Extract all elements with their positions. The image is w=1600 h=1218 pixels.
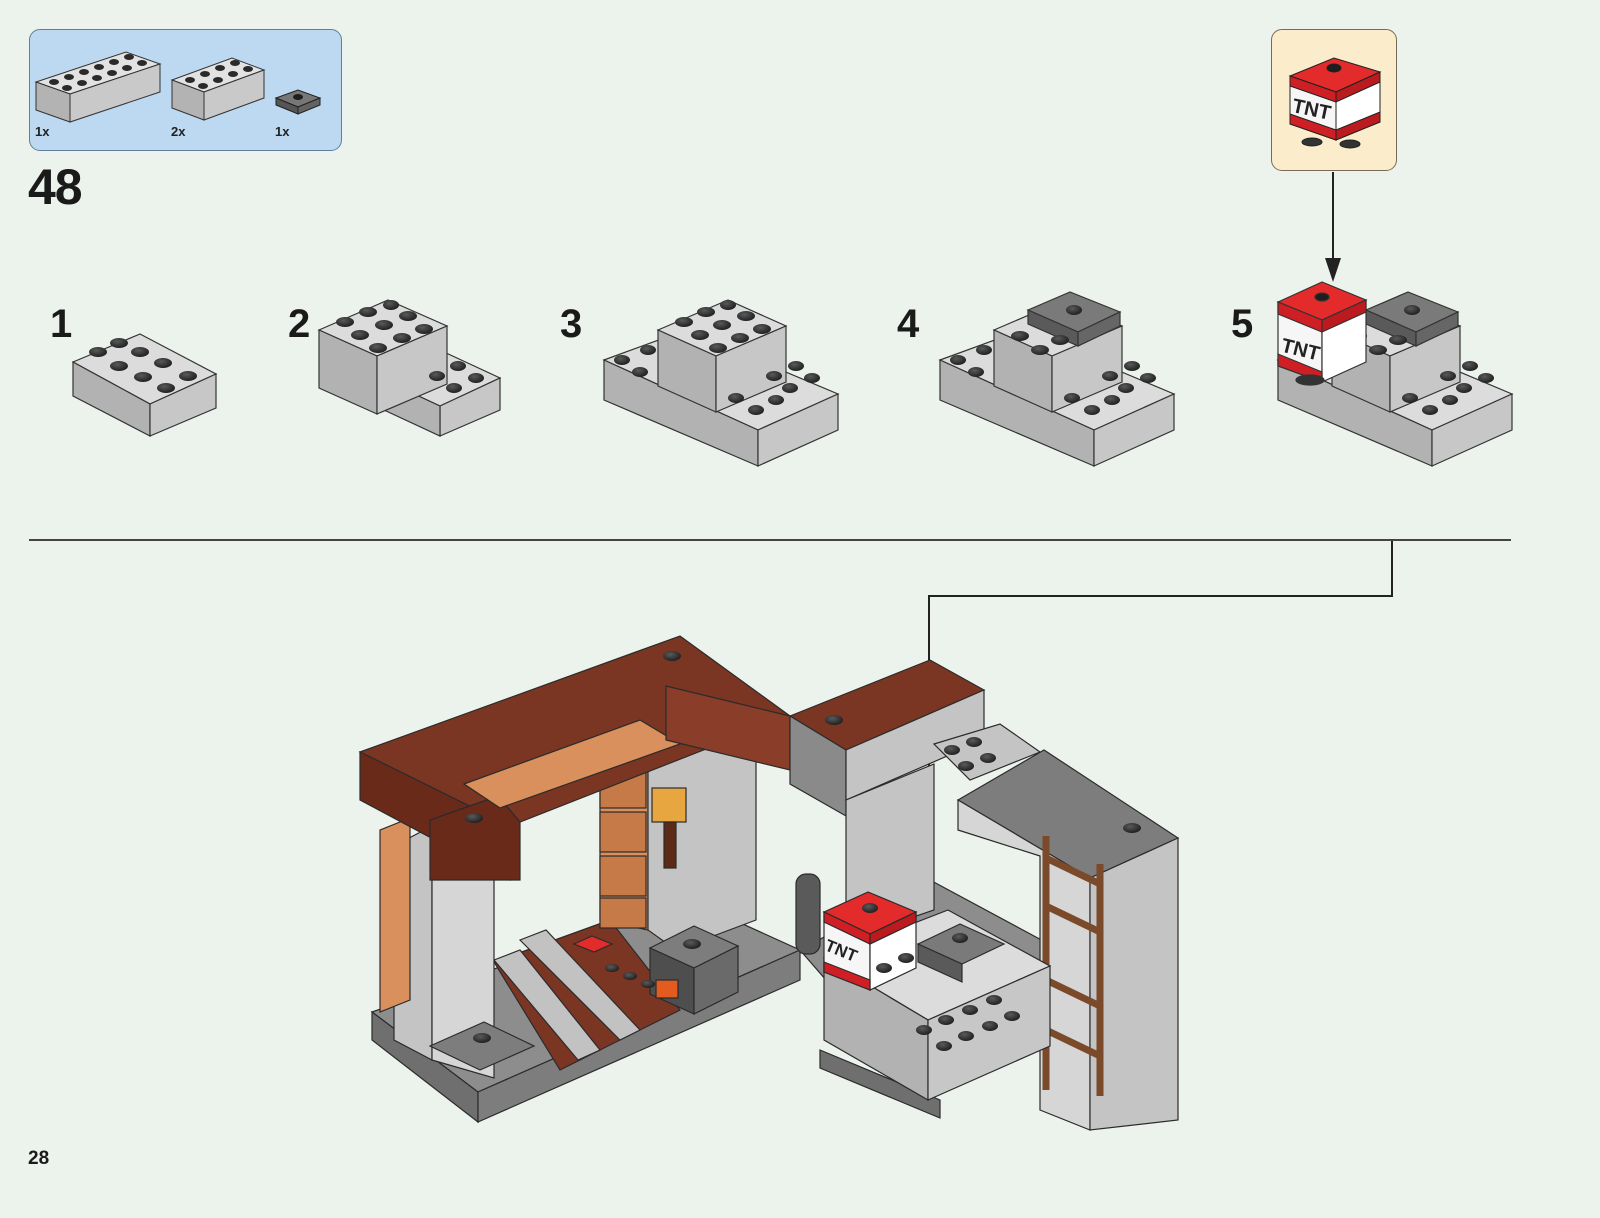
- substep-4-model: [940, 292, 1174, 466]
- substep-2-model: [319, 300, 500, 436]
- main-model: [360, 636, 1178, 1130]
- substep-1-model: [73, 334, 216, 436]
- substep-5-model: [1278, 282, 1512, 466]
- page-number: 28: [28, 1148, 49, 1170]
- substep-3-model: [604, 300, 838, 466]
- arrow-head: [1325, 258, 1341, 282]
